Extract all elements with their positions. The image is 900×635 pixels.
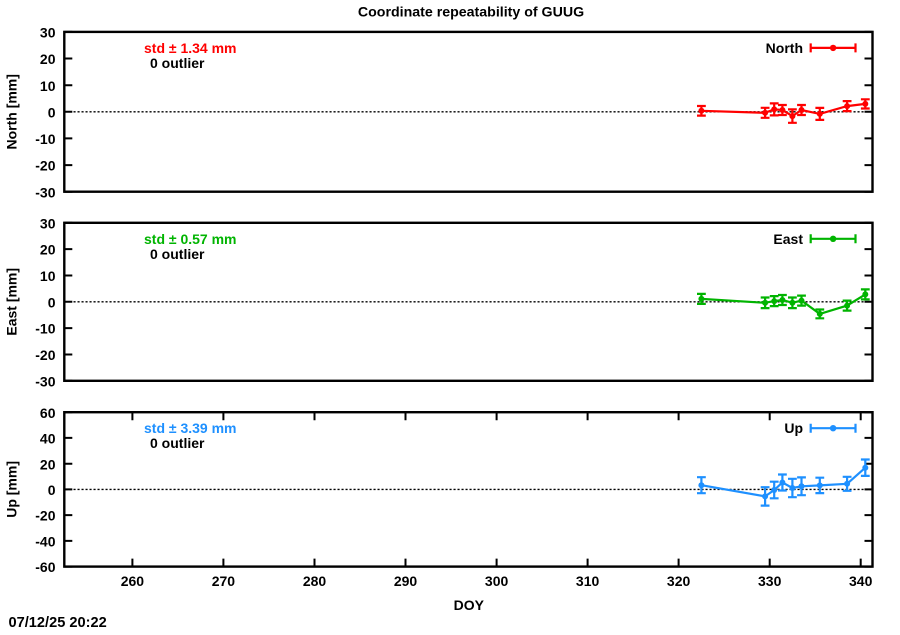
svg-text:0 outlier: 0 outlier [150, 246, 205, 262]
svg-text:Up: Up [784, 420, 803, 436]
svg-text:std ± 0.57 mm: std ± 0.57 mm [144, 231, 237, 247]
svg-text:std ± 1.34 mm: std ± 1.34 mm [144, 40, 237, 56]
svg-text:30: 30 [40, 25, 56, 41]
svg-text:260: 260 [121, 573, 145, 589]
svg-text:0 outlier: 0 outlier [150, 435, 205, 451]
svg-text:-20: -20 [35, 347, 55, 363]
svg-text:0: 0 [48, 482, 56, 498]
svg-text:290: 290 [394, 573, 418, 589]
svg-text:North [mm]: North [mm] [4, 74, 20, 149]
svg-text:-30: -30 [35, 373, 55, 389]
svg-text:60: 60 [40, 405, 56, 421]
svg-text:30: 30 [40, 215, 56, 231]
svg-text:20: 20 [40, 242, 56, 258]
svg-text:-60: -60 [35, 559, 55, 575]
svg-text:Up [mm]: Up [mm] [4, 461, 20, 518]
svg-text:0: 0 [48, 104, 56, 120]
svg-text:-20: -20 [35, 158, 55, 174]
svg-text:DOY: DOY [454, 597, 485, 613]
svg-text:340: 340 [849, 573, 873, 589]
svg-text:20: 20 [40, 456, 56, 472]
svg-text:320: 320 [667, 573, 691, 589]
svg-text:270: 270 [212, 573, 236, 589]
svg-text:0: 0 [48, 294, 56, 310]
svg-text:-30: -30 [35, 184, 55, 200]
svg-text:07/12/25 20:22: 07/12/25 20:22 [9, 615, 107, 630]
svg-text:std ± 3.39 mm: std ± 3.39 mm [144, 420, 237, 436]
svg-text:East: East [773, 231, 803, 247]
svg-text:-10: -10 [35, 321, 55, 337]
svg-text:-40: -40 [35, 534, 55, 550]
svg-text:East [mm]: East [mm] [4, 268, 20, 336]
svg-text:-10: -10 [35, 131, 55, 147]
svg-text:40: 40 [40, 431, 56, 447]
svg-text:0 outlier: 0 outlier [150, 55, 205, 71]
svg-text:Coordinate repeatability of GU: Coordinate repeatability of GUUG [358, 4, 584, 20]
svg-text:280: 280 [303, 573, 327, 589]
svg-text:330: 330 [758, 573, 782, 589]
svg-text:10: 10 [40, 268, 56, 284]
svg-text:North: North [766, 40, 803, 56]
svg-text:10: 10 [40, 78, 56, 94]
svg-text:20: 20 [40, 51, 56, 67]
svg-text:-20: -20 [35, 508, 55, 524]
svg-text:310: 310 [576, 573, 600, 589]
svg-text:300: 300 [485, 573, 509, 589]
